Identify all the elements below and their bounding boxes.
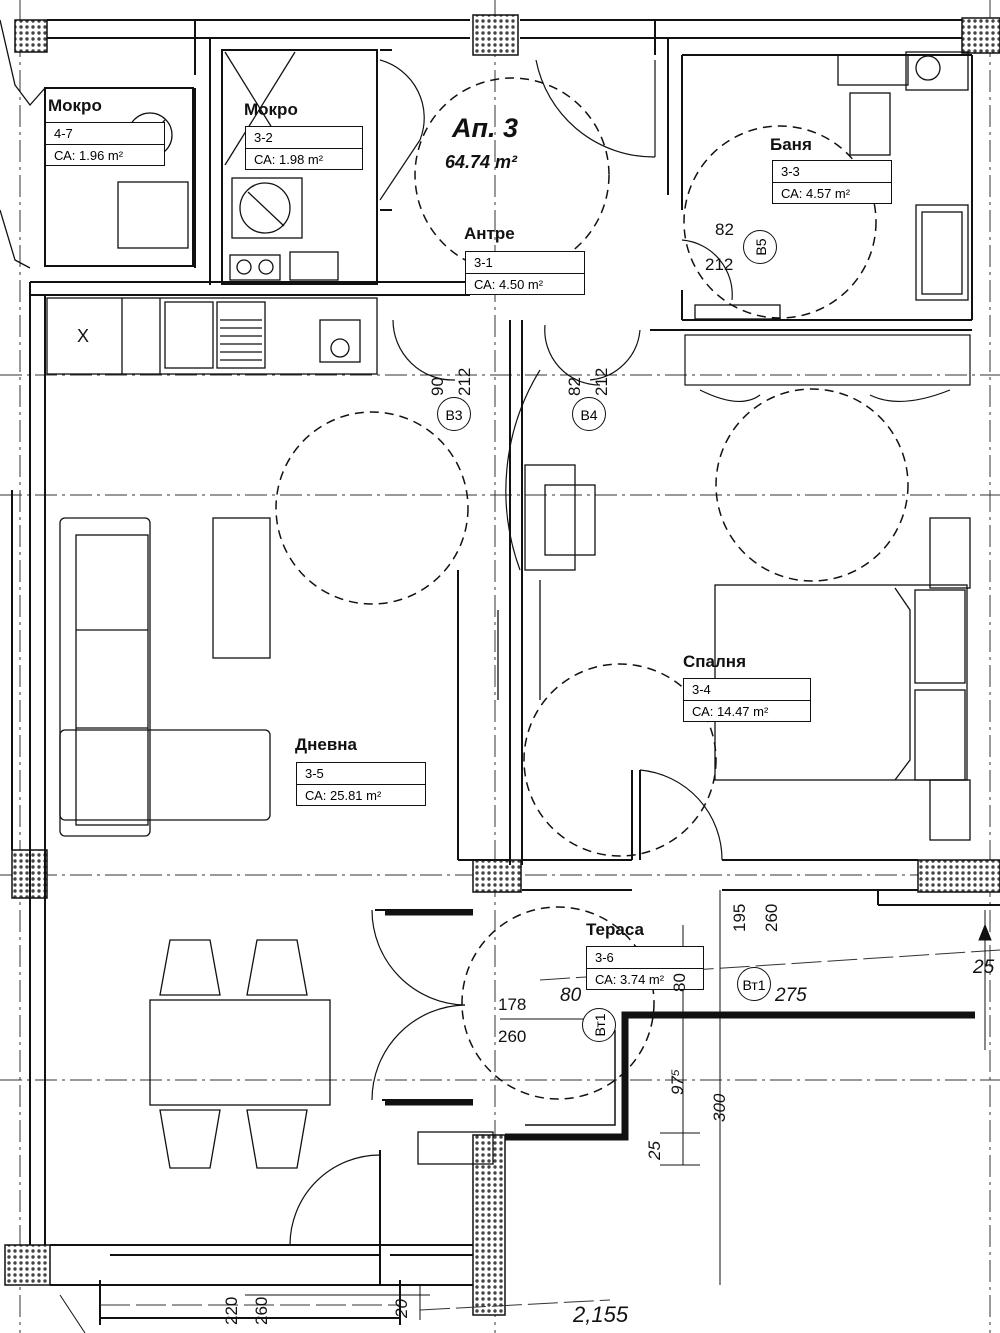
room-number: 3-6 — [595, 950, 614, 965]
room-name-terrace: Тераса — [586, 920, 644, 939]
room-area: СА: 4.57 m² — [773, 182, 891, 203]
room-area: СА: 1.98 m² — [246, 148, 362, 169]
room-area: СА: 4.50 m² — [466, 273, 584, 294]
apartment-area: 64.74 m² — [445, 152, 518, 172]
room-tag-wet-4-7: 4-7 СА: 1.96 m² — [45, 122, 165, 166]
door-swings — [289, 59, 733, 1246]
door-mark-b4: B4 — [572, 397, 606, 431]
room-name-bedroom: Спалня — [683, 652, 746, 671]
dim-terrace-80-vertical: 80 — [670, 973, 689, 992]
dim-b5-width: 82 — [715, 220, 734, 239]
dim-bt1-sill: 178 — [498, 995, 527, 1014]
room-number: 3-4 — [692, 682, 711, 697]
room-name-wet-3-2: Мокро — [244, 100, 298, 119]
terrace-parapet — [385, 910, 975, 1141]
dim-terrace-97: 97⁵ — [668, 1068, 687, 1095]
room-name-bath: Баня — [770, 135, 812, 154]
columns — [4, 14, 1000, 1316]
room-area: СА: 1.96 m² — [46, 144, 164, 165]
room-tag-bath: 3-3 СА: 4.57 m² — [772, 160, 892, 204]
kitchen-x-mark: X — [77, 326, 90, 346]
room-tag-wet-3-2: 3-2 СА: 1.98 m² — [245, 126, 363, 170]
dim-b4-width: 82 — [565, 377, 584, 396]
room-number: 3-5 — [305, 766, 324, 781]
room-tag-terrace: 3-6 СА: 3.74 m² — [586, 946, 704, 990]
dim-terrace-80: 80 — [560, 985, 582, 1006]
room-area: СА: 25.81 m² — [297, 784, 425, 805]
dim-b3-width: 90 — [428, 377, 447, 396]
dim-terrace-300: 300 — [710, 1093, 729, 1122]
dim-bt1-height: 260 — [498, 1027, 527, 1046]
dim-window-260: 260 — [252, 1296, 271, 1325]
dim-b5-height: 212 — [705, 255, 734, 274]
room-name-hall: Антре — [464, 224, 515, 243]
room-name-wet-4-7: Мокро — [48, 96, 102, 115]
room-number: 3-2 — [254, 130, 273, 145]
furniture — [0, 19, 971, 1169]
door-mark-bt1-b: Вт1 — [582, 1008, 616, 1042]
dim-window-20: 20 — [392, 1299, 411, 1318]
dim-terrace-195: 195 — [730, 903, 749, 932]
room-name-living: Дневна — [295, 735, 358, 754]
dim-window-220: 220 — [222, 1296, 241, 1325]
room-area: СА: 14.47 m² — [684, 700, 810, 721]
door-mark-bt1-a: Вт1 — [737, 967, 771, 1001]
bedroom-window — [684, 334, 971, 403]
dimension-lines — [59, 890, 992, 1333]
room-area: СА: 3.74 m² — [587, 968, 703, 989]
dim-b3-height: 212 — [455, 367, 474, 396]
door-mark-b5: B5 — [743, 230, 777, 264]
dim-terrace-275: 275 — [775, 985, 807, 1006]
dim-terrace-edge: 25 — [973, 957, 995, 978]
room-tag-hall: 3-1 СА: 4.50 m² — [465, 251, 585, 295]
room-number: 4-7 — [54, 126, 73, 141]
apartment-title: Ап. 3 — [452, 113, 519, 143]
room-tag-bedroom: 3-4 СА: 14.47 m² — [683, 678, 811, 722]
door-mark-b3: B3 — [437, 397, 471, 431]
room-number: 3-1 — [474, 255, 493, 270]
dim-terrace-260: 260 — [762, 903, 781, 932]
room-number: 3-3 — [781, 164, 800, 179]
room-tag-living: 3-5 СА: 25.81 m² — [296, 762, 426, 806]
dim-bottom-total: 2,155 — [573, 1302, 629, 1327]
dim-terrace-25: 25 — [645, 1141, 664, 1160]
walls — [11, 19, 1000, 1325]
dim-b4-height: 212 — [592, 367, 611, 396]
